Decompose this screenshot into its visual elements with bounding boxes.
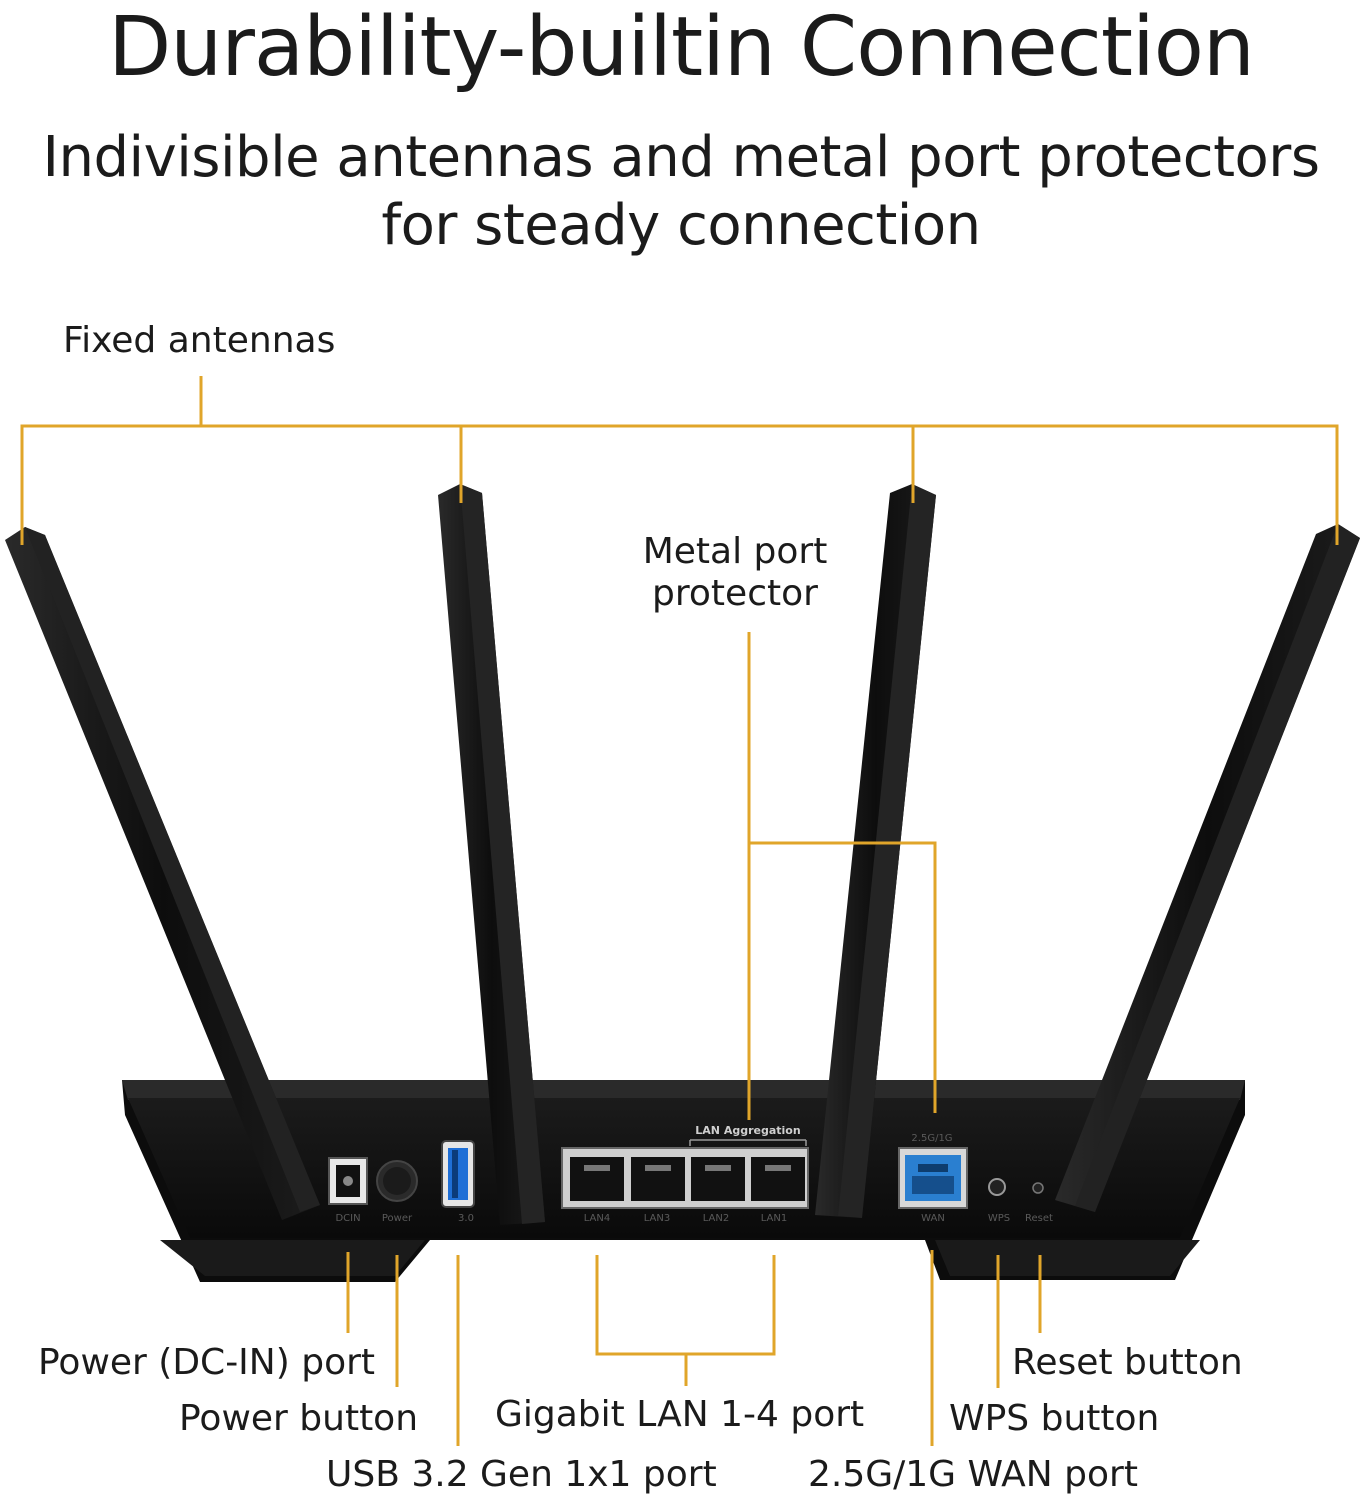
antenna-right [815,484,936,1218]
subtitle-line-2: for steady connection [381,193,981,258]
power-marking: Power [382,1213,413,1224]
antenna-far-right [1055,524,1360,1212]
callout-lines [20,376,1339,1446]
wan-marking: WAN [921,1213,945,1224]
page-subtitle: Indivisible antennas and metal port prot… [0,124,1362,260]
usb-port-label: USB 3.2 Gen 1x1 port [326,1454,717,1495]
reset-button-label: Reset button [1012,1342,1243,1383]
power-dcin-port-label: Power (DC-IN) port [38,1342,376,1383]
metal-port-label-line-1: Metal port [642,531,828,572]
wps-button [988,1178,1006,1196]
fixed-antennas-label: Fixed antennas [63,320,336,361]
dcin-port [328,1157,368,1205]
dcin-marking: DCIN [335,1213,360,1224]
power-button [376,1160,418,1202]
metal-port-label-line-2: protector [652,573,818,614]
lan-callout-line [595,1255,776,1356]
usb-port [441,1140,475,1208]
lan1-marking: LAN1 [761,1213,787,1224]
gigabit-lan-label: Gigabit LAN 1-4 port [495,1394,865,1435]
lan3-marking: LAN3 [644,1213,670,1224]
antenna-far-left [5,527,320,1220]
lan-aggregation-label: LAN Aggregation [695,1124,800,1137]
lan4-marking: LAN4 [584,1213,610,1224]
usb-marking: 3.0 [458,1213,474,1224]
wan-port [898,1147,968,1209]
lan2-marking: LAN2 [703,1213,729,1224]
wps-button-label: WPS button [949,1398,1160,1439]
antenna-callout-line [20,424,1339,545]
metal-port-protector-label: Metal port protector [610,531,860,615]
wan-port-label: 2.5G/1G WAN port [808,1454,1138,1495]
wps-marking: WPS [988,1213,1010,1224]
lan-port-block [561,1147,809,1209]
reset-marking: Reset [1025,1213,1053,1224]
subtitle-line-1: Indivisible antennas and metal port prot… [42,125,1320,190]
antenna-left [438,484,545,1225]
power-button-label: Power button [179,1398,419,1439]
wan-speed-marking: 2.5G/1G [911,1133,952,1144]
page-title: Durability-builtin Connection [108,0,1255,95]
reset-button [1032,1182,1044,1194]
